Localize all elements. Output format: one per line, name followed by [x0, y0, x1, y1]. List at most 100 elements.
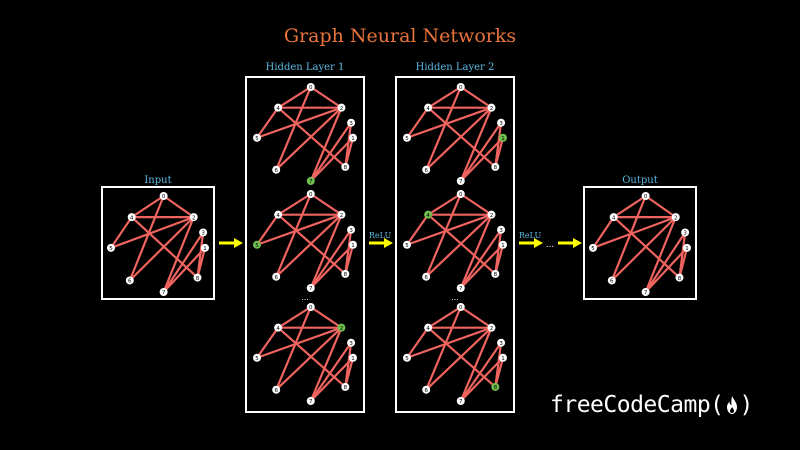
graph-node-label: 7: [459, 179, 463, 185]
graph-node-label: 2: [490, 326, 494, 332]
graph-node: [422, 165, 431, 174]
brand-logo[interactable]: freeCodeCamp ( ): [550, 392, 753, 418]
graph-edge: [256, 214, 280, 246]
graph-node: [189, 213, 198, 222]
graph-node-label: 8: [196, 276, 200, 282]
graph-node: [422, 385, 431, 394]
graph-edge: [344, 122, 353, 168]
graph-edge: [427, 306, 462, 329]
graph-node: [125, 276, 134, 285]
graph-node-label: 5: [405, 243, 409, 249]
graph-node: [306, 83, 315, 91]
graph-node-label: 5: [405, 356, 409, 362]
graph-node: [424, 210, 433, 219]
graph-edge: [459, 107, 493, 182]
graph-edge: [309, 107, 343, 182]
graph-node-label: 5: [255, 136, 259, 142]
graph-node-label: 8: [678, 276, 682, 282]
graph-node-label: 7: [309, 179, 313, 185]
graph-edge: [460, 193, 493, 216]
ellipsis-hidden2: ...: [451, 293, 459, 302]
graph-node-label: 7: [459, 399, 463, 405]
graph-edge: [406, 106, 492, 139]
graph-node: [497, 225, 506, 234]
graph-node: [349, 240, 357, 249]
graph-edge: [425, 86, 462, 171]
graph-node-label: 6: [424, 388, 428, 394]
graph-edge: [275, 106, 343, 171]
graph-node-label: 4: [130, 215, 134, 221]
graph-edge: [162, 216, 195, 293]
graph-node-label: 0: [459, 85, 463, 91]
relu-label-2: ReLU: [519, 231, 542, 240]
graph-edge: [459, 229, 502, 289]
graph-node: [349, 353, 357, 362]
graph-edge: [611, 216, 677, 282]
graph-edge: [256, 327, 280, 359]
graph-node-label: 4: [426, 326, 430, 332]
graph-node-label: 3: [683, 231, 687, 237]
graph-node-label: 2: [192, 215, 196, 221]
graph-edge: [275, 326, 343, 391]
hidden-layer-1-panel: [245, 76, 365, 413]
graph-node-label: 1: [501, 356, 505, 362]
graph-node: [497, 118, 506, 127]
graph-edge: [592, 216, 615, 249]
graph-node: [347, 225, 356, 234]
graph-node-label: 2: [340, 106, 344, 112]
graph-node-label: 2: [340, 326, 344, 332]
graph-node: [306, 397, 315, 405]
graph-edge: [129, 216, 195, 282]
graph-edge: [309, 243, 354, 289]
graph-node-label: 5: [255, 243, 259, 249]
graph-node: [499, 240, 507, 249]
graph-edge: [425, 306, 462, 391]
fire-icon: [726, 396, 737, 414]
graph-node-label: 8: [494, 272, 498, 278]
graph-edge: [459, 342, 502, 402]
graph-edge: [128, 195, 165, 281]
graph-edge: [277, 306, 312, 329]
graph-node-label: 8: [494, 165, 498, 171]
graph-node-label: 6: [274, 275, 278, 281]
graph-node: [306, 303, 315, 311]
graph-node: [422, 272, 431, 281]
graph-edge: [459, 214, 493, 289]
graph-edge: [196, 232, 205, 278]
graph-node: [341, 382, 350, 391]
arrow-hidden1-to-hidden2: [369, 238, 393, 248]
graph-edge: [310, 193, 343, 216]
graph-node-label: 3: [349, 228, 353, 234]
graph-edge: [310, 306, 343, 329]
graph-edge: [644, 216, 677, 293]
graph-node: [499, 133, 507, 142]
graph-edge: [460, 86, 493, 109]
graph-node-label: 2: [674, 215, 678, 221]
graph-node-label: 1: [203, 246, 207, 252]
graph-node-label: 6: [128, 279, 132, 285]
graph-edge: [427, 86, 462, 109]
graph-node-label: 2: [340, 213, 344, 219]
graph-edge: [309, 327, 343, 402]
graph-node: [253, 240, 261, 249]
hidden-layer-2-label: Hidden Layer 2: [416, 62, 495, 73]
graph-node: [683, 243, 691, 252]
graph-edge: [275, 193, 312, 278]
graph-node: [306, 190, 315, 198]
graph-edge: [256, 107, 280, 139]
graph-node-label: 1: [501, 136, 505, 142]
graph-node: [671, 213, 680, 222]
graph-edge: [309, 342, 352, 402]
graph-node-label: 3: [499, 121, 503, 127]
graph-edge: [459, 122, 502, 182]
graph-edge: [309, 229, 352, 289]
graph-node-label: 3: [499, 228, 503, 234]
graph-node: [491, 269, 500, 278]
graph-node-label: 7: [162, 290, 166, 296]
graphs-layer: 0123456780123456780123456780123456780123…: [107, 83, 691, 405]
graph-node-label: 6: [274, 168, 278, 174]
